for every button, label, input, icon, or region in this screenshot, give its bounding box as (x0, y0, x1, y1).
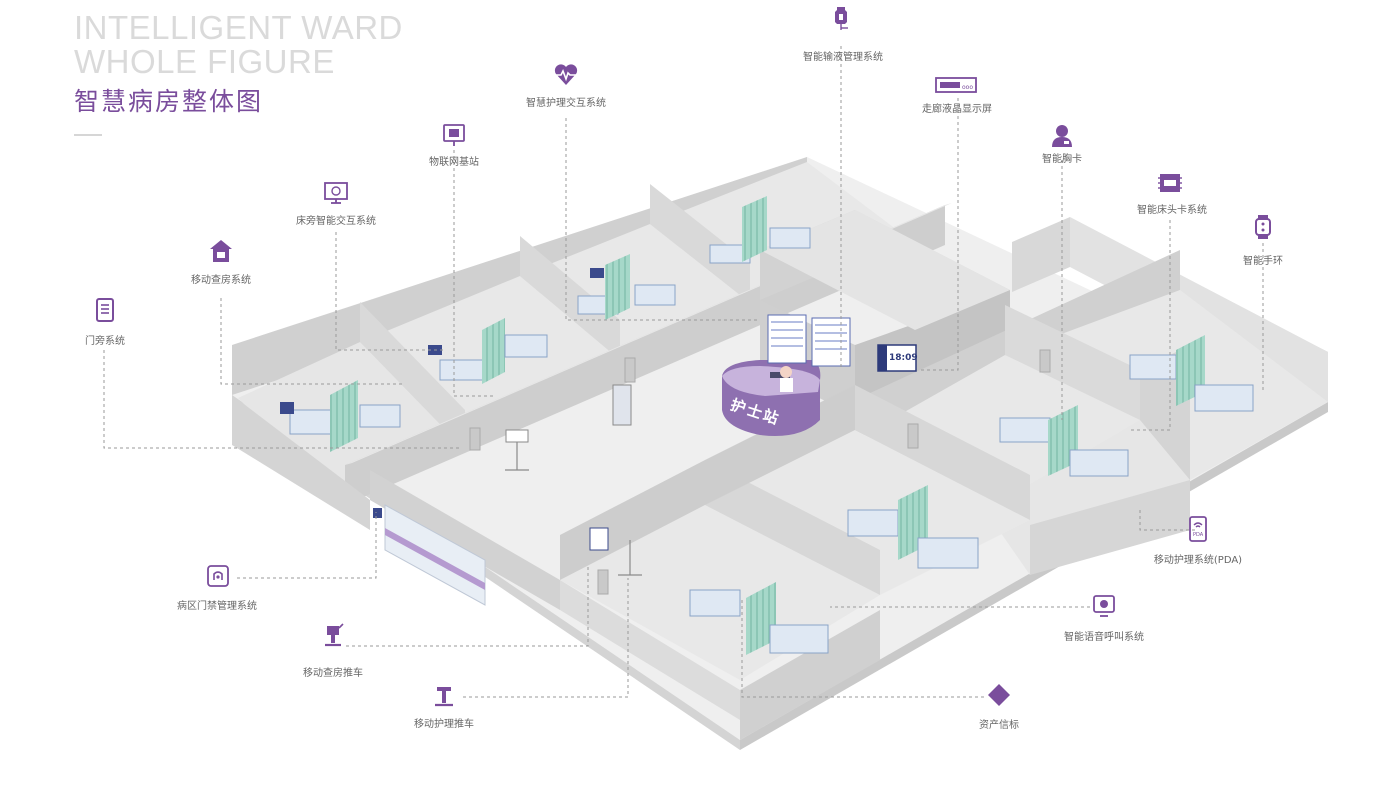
label-pda: 移动护理系统(PDA) (1153, 555, 1243, 566)
nursing-cart-icon (431, 684, 457, 710)
bedside-terminal-icon (323, 180, 349, 206)
label-infusion: 智能输液管理系统 (803, 52, 883, 63)
corridor-screen-time: 18:09 (889, 353, 918, 363)
label-rounds-cart: 移动查房推车 (303, 668, 363, 679)
label-iot-base-station: 物联网基站 (429, 157, 479, 168)
asset-beacon-icon (986, 682, 1012, 708)
label-nursing-cart: 移动护理推车 (414, 719, 474, 730)
label-nursing-interaction: 智慧护理交互系统 (526, 98, 606, 109)
left-row-beds (280, 196, 811, 452)
title-divider (74, 134, 102, 136)
label-smart-badge: 智能胸卡 (1042, 154, 1082, 165)
right-row-beds (999, 335, 1254, 477)
label-bedhead-card: 智能床头卡系统 (1137, 205, 1207, 216)
front-row-beds (689, 485, 979, 655)
infusion-bag-icon (828, 4, 854, 30)
door-side-panel-icon (92, 297, 118, 323)
heart-monitor-icon (553, 62, 579, 88)
label-door-side: 门旁系统 (85, 336, 125, 347)
smart-bracelet-icon (1250, 214, 1276, 240)
nurse-station (722, 360, 821, 436)
page-title: 智慧病房整体图 (74, 87, 264, 116)
label-bedside-interaction: 床旁智能交互系统 (296, 216, 376, 227)
label-corridor-lcd: 走廊液晶显示屏 (922, 104, 992, 115)
iot-base-station-icon (441, 122, 467, 148)
rounds-cart-icon (320, 623, 346, 649)
label-voice-call: 智能语音呼叫系统 (1064, 632, 1144, 643)
display-screen-icon: ooo (934, 70, 978, 96)
title-english-line2: WHOLE FIGURE (74, 43, 335, 80)
label-smart-bracelet: 智能手环 (1243, 256, 1283, 267)
title-english-line1: INTELLIGENT WARD (74, 9, 403, 46)
nurse-badge-icon (1049, 122, 1075, 148)
label-asset-beacon: 资产信标 (979, 720, 1019, 731)
bedhead-card-icon (1157, 170, 1183, 196)
label-mobile-rounds: 移动查房系统 (191, 275, 251, 286)
mobile-rounds-icon (208, 238, 234, 264)
access-control-icon (205, 563, 231, 589)
leader-lines (103, 46, 1264, 698)
voice-call-icon (1091, 592, 1117, 618)
svg-text:PDA: PDA (1193, 532, 1204, 538)
pda-device-icon: PDA (1185, 516, 1211, 542)
label-access-control: 病区门禁管理系统 (177, 601, 257, 612)
svg-text:ooo: ooo (962, 84, 973, 91)
